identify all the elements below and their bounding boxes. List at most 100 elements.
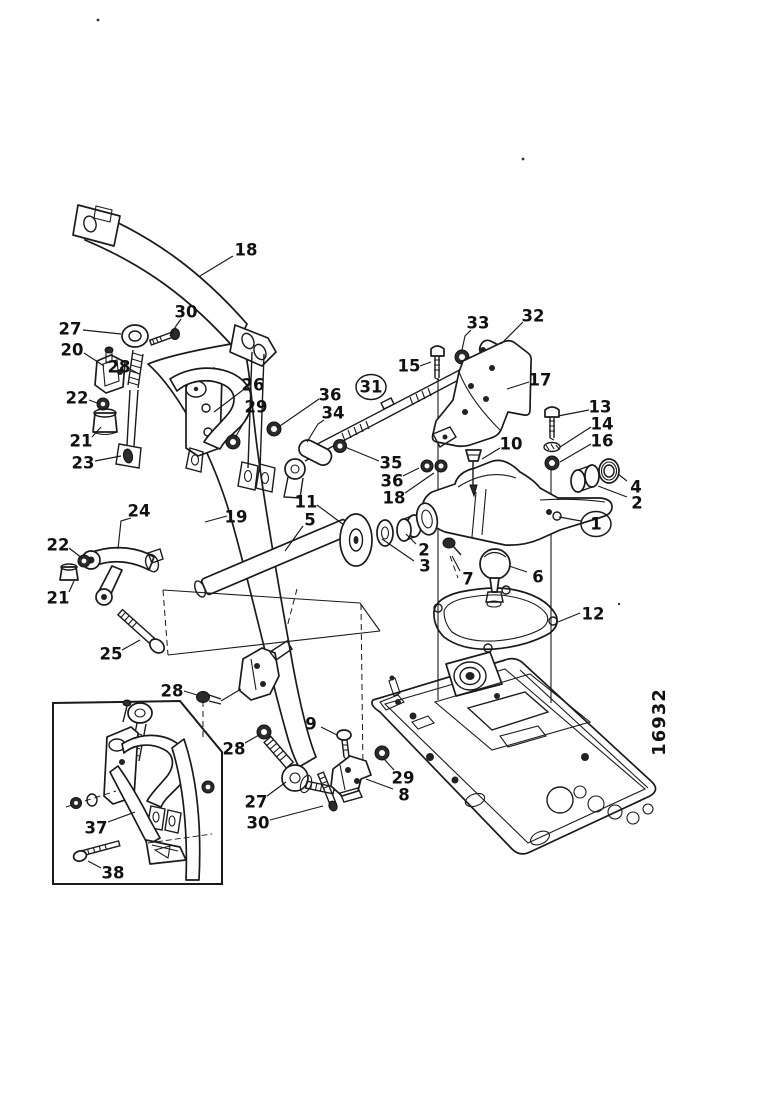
callout-36-10: 36 xyxy=(319,386,342,405)
callout-11-24: 11 xyxy=(295,493,318,512)
leader-line-16-19 xyxy=(559,443,592,463)
callout-2-26: 2 xyxy=(418,541,429,560)
leader-line-3-27 xyxy=(381,538,415,562)
callout-22-5: 22 xyxy=(66,389,89,408)
callout-13-17: 13 xyxy=(589,398,612,417)
callout-16-19: 16 xyxy=(591,432,614,451)
callout-20-3: 20 xyxy=(61,341,84,360)
leader-line-34-11 xyxy=(306,419,325,443)
leader-line-28-4 xyxy=(129,368,140,375)
print-speck xyxy=(521,157,525,161)
leader-line-30-1 xyxy=(169,318,182,337)
transmission-case xyxy=(371,651,657,855)
callout-24-33: 24 xyxy=(128,502,151,521)
callout-4-31: 4 xyxy=(630,478,641,497)
leader-line-6-29 xyxy=(508,565,528,573)
leader-line-36-21 xyxy=(402,467,420,477)
callout-10-23: 10 xyxy=(500,435,523,454)
callout-38-47: 38 xyxy=(102,864,125,883)
callout-30-1: 30 xyxy=(175,303,198,322)
leader-line-29-43 xyxy=(383,758,395,771)
print-speck xyxy=(617,602,621,606)
callout-12-45: 12 xyxy=(582,605,605,624)
leader-line-23-7 xyxy=(94,455,122,462)
cover-gasket xyxy=(433,585,558,653)
callout-circle-31 xyxy=(355,373,387,401)
leader-line-22-34 xyxy=(68,547,83,559)
callout-33-14: 33 xyxy=(467,314,490,333)
callout-34-11: 34 xyxy=(322,404,345,423)
lever-pivot-cluster xyxy=(92,324,276,493)
leader-line-28-38 xyxy=(183,690,198,696)
callout-28-40: 28 xyxy=(223,740,246,759)
callout-17-16: 17 xyxy=(529,371,552,390)
callout-3-27: 3 xyxy=(419,557,430,576)
print-speck xyxy=(96,18,100,22)
callout-27-41: 27 xyxy=(245,793,268,812)
leader-line-18-0 xyxy=(199,255,234,277)
leader-line-10-23 xyxy=(481,447,501,460)
leader-line-35-20 xyxy=(344,446,380,462)
callout-28-38: 28 xyxy=(161,682,184,701)
leader-line-22-5 xyxy=(88,399,101,405)
reference-plane xyxy=(162,589,381,656)
callout-35-20: 35 xyxy=(380,454,403,473)
callout-29-9: 29 xyxy=(245,398,268,417)
leader-line-21-35 xyxy=(68,580,75,593)
leader-line-38-47 xyxy=(87,860,102,869)
leader-line-15-13 xyxy=(419,361,432,367)
callout-1-30: 1 xyxy=(590,515,601,534)
callout-18-0: 18 xyxy=(235,241,258,260)
callout-29-43: 29 xyxy=(392,769,415,788)
callout-23-7: 23 xyxy=(72,454,95,473)
leader-line-27-2 xyxy=(82,329,122,335)
leader-line-13-17 xyxy=(557,409,590,417)
callout-31-12: 31 xyxy=(360,378,383,397)
leader-line-25-36 xyxy=(121,639,141,651)
callout-2-32: 2 xyxy=(631,494,642,513)
callout-9-39: 9 xyxy=(305,715,316,734)
leader-line-29-9 xyxy=(234,412,250,439)
leader-line-19-37 xyxy=(204,515,228,523)
leader-line-17-16 xyxy=(506,381,530,390)
leader-line-32-15 xyxy=(500,321,524,345)
callout-22-34: 22 xyxy=(47,536,70,555)
shift-cover-assembly xyxy=(415,406,620,608)
leader-line-2-32 xyxy=(597,485,628,498)
leader-line-1-30 xyxy=(558,516,582,522)
callout-27-2: 27 xyxy=(59,320,82,339)
callout-14-18: 14 xyxy=(591,415,614,434)
callout-5-25: 5 xyxy=(304,511,315,530)
leader-line-24-33 xyxy=(117,517,132,550)
idler-arm-cluster xyxy=(59,546,166,654)
leader-line-4-31 xyxy=(617,473,628,482)
callout-19-37: 19 xyxy=(225,508,248,527)
support-bracket xyxy=(431,339,533,448)
leader-line-8-44 xyxy=(365,778,394,790)
drawing-number: 16932 xyxy=(649,688,670,756)
leader-line-9-39 xyxy=(320,726,338,736)
leader-line-30-42 xyxy=(269,805,324,821)
leader-line-28-40 xyxy=(244,734,260,744)
leader-line-11-24 xyxy=(316,504,345,526)
leader-line-12-45 xyxy=(557,612,581,623)
leader-line-14-18 xyxy=(559,426,592,448)
callout-6-29: 6 xyxy=(532,568,543,587)
callout-28-4: 28 xyxy=(108,358,131,377)
callout-30-42: 30 xyxy=(247,814,270,833)
leader-line-20-3 xyxy=(83,352,105,367)
leader-line-26-8 xyxy=(213,389,244,413)
callout-21-6: 21 xyxy=(70,432,93,451)
callout-21-35: 21 xyxy=(47,589,70,608)
leader-line-36-10 xyxy=(276,398,320,429)
callout-26-8: 26 xyxy=(242,376,265,395)
callout-8-44: 8 xyxy=(398,786,409,805)
callout-25-36: 25 xyxy=(100,645,123,664)
leader-line-33-14 xyxy=(461,329,472,351)
leader-line-18-22 xyxy=(404,472,435,494)
leader-line-37-46 xyxy=(107,811,136,823)
inset-detail-box xyxy=(52,699,223,885)
